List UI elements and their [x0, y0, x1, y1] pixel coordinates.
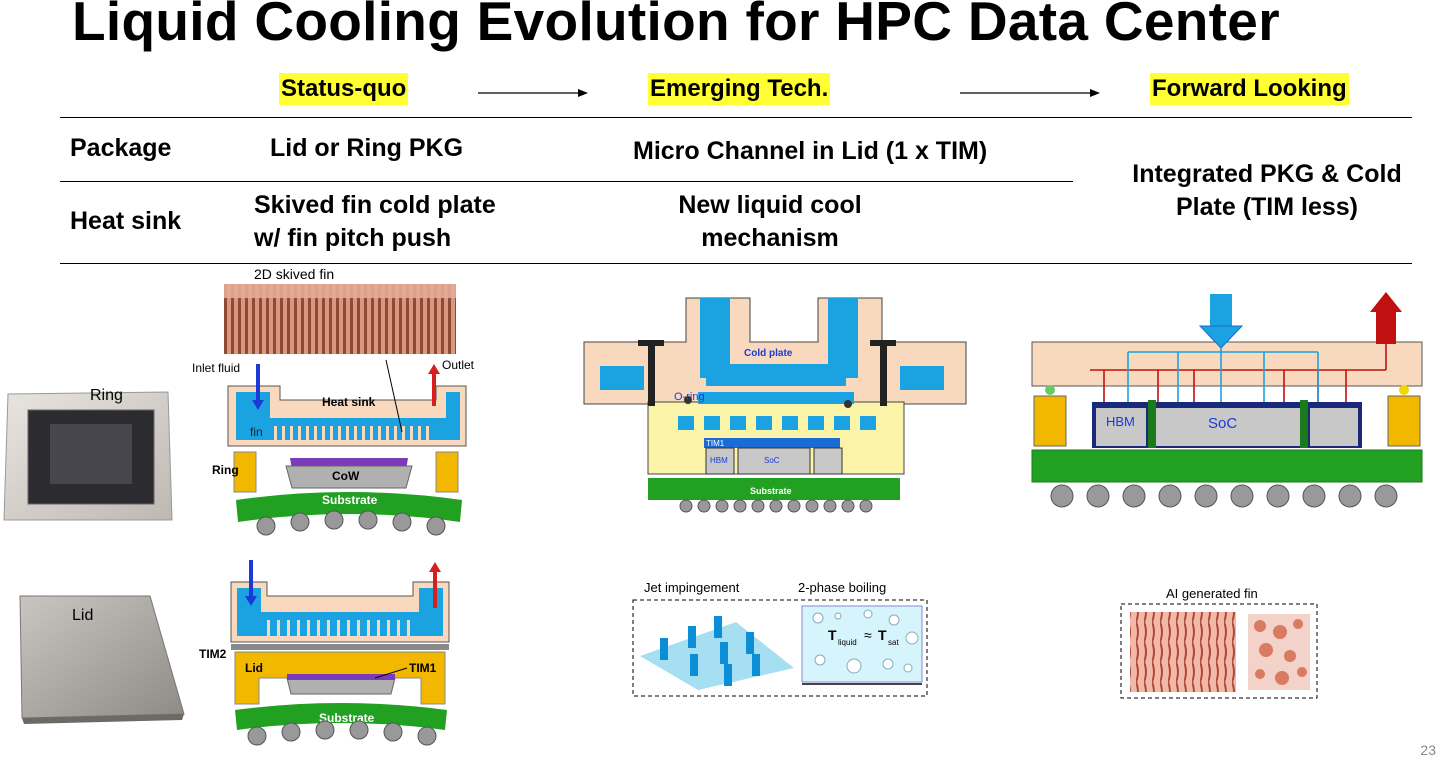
table-divider: [60, 181, 1073, 182]
outlet-label: Outlet: [442, 358, 475, 372]
tim1-label: TIM1: [409, 661, 437, 675]
lid-package-photo: Lid: [19, 595, 185, 724]
page-number: 23: [1420, 742, 1436, 758]
cell-heatsink-emerging: New liquid cool mechanism: [678, 191, 862, 252]
cell-forward-looking: Integrated PKG & Cold Plate (TIM less): [1132, 160, 1402, 221]
t-liquid-label: T: [828, 627, 837, 643]
arrow-right-icon: [960, 89, 1100, 97]
table-divider: [60, 117, 1412, 118]
cow-label: CoW: [332, 469, 360, 483]
ai-generated-fin-caption: AI generated fin: [1166, 586, 1258, 601]
ring-label: Ring: [212, 463, 239, 477]
soc-label: SoC: [764, 456, 780, 465]
lid-package-diagram: TIM2 Lid TIM1 Substrate: [199, 560, 450, 746]
ring-package-diagram: Inlet fluid Outlet Heat sink fin Ring Co…: [192, 358, 475, 536]
lid-label: Lid: [245, 661, 263, 675]
ai-generated-fin-photos: [1120, 603, 1318, 699]
t-liquid-sub: liquid: [838, 638, 857, 647]
approx-symbol: ≈: [864, 627, 872, 643]
inlet-fluid-label: Inlet fluid: [192, 361, 240, 375]
row-label-heat-sink: Heat sink: [70, 207, 182, 235]
heat-sink-label: Heat sink: [322, 395, 376, 409]
hbm-label: HBM: [1106, 414, 1135, 429]
stage-status-quo: Status-quo: [279, 73, 409, 105]
slide-title: Liquid Cooling Evolution for HPC Data Ce…: [72, 0, 1280, 52]
lid-photo-label: Lid: [72, 607, 93, 624]
fin-label: fin: [250, 425, 263, 439]
ring-package-photo: Ring: [3, 387, 173, 521]
o-ring-label: O-ring: [674, 391, 705, 403]
jet-boiling-illustration: T liquid ≈ T sat: [632, 599, 928, 697]
ring-photo-label: Ring: [90, 387, 123, 404]
cell-package-emerging: Micro Channel in Lid (1 x TIM): [633, 137, 988, 165]
micro-channel-lid-diagram: Cold plate O-ring TIM1 HBM SoC Substrate: [583, 297, 967, 513]
two-phase-boiling-caption: 2-phase boiling: [798, 580, 887, 595]
stage-forward-looking: Forward Looking: [1150, 73, 1349, 105]
table-divider: [60, 263, 1412, 264]
hbm-label: HBM: [710, 456, 728, 465]
substrate-label: Substrate: [750, 486, 792, 496]
integrated-pkg-cold-plate-diagram: HBM SoC: [1031, 292, 1423, 508]
t-sat-sub: sat: [888, 638, 899, 647]
substrate-label: Substrate: [322, 493, 378, 507]
t-sat-label: T: [878, 627, 887, 643]
skived-fin-photo: [224, 284, 456, 354]
row-label-package: Package: [70, 134, 172, 162]
tim2-label: TIM2: [199, 647, 227, 661]
emerging-tim1-label: TIM1: [706, 439, 725, 448]
cold-plate-label: Cold plate: [744, 348, 793, 359]
soc-label: SoC: [1208, 415, 1237, 432]
cell-heatsink-status-quo: Skived fin cold plate w/ fin pitch push: [254, 191, 496, 252]
cell-package-status-quo: Lid or Ring PKG: [270, 134, 464, 162]
skived-fin-caption: 2D skived fin: [254, 266, 335, 282]
jet-impingement-caption: Jet impingement: [644, 580, 740, 595]
stage-emerging-tech: Emerging Tech.: [648, 73, 831, 105]
arrow-right-icon: [478, 89, 588, 97]
